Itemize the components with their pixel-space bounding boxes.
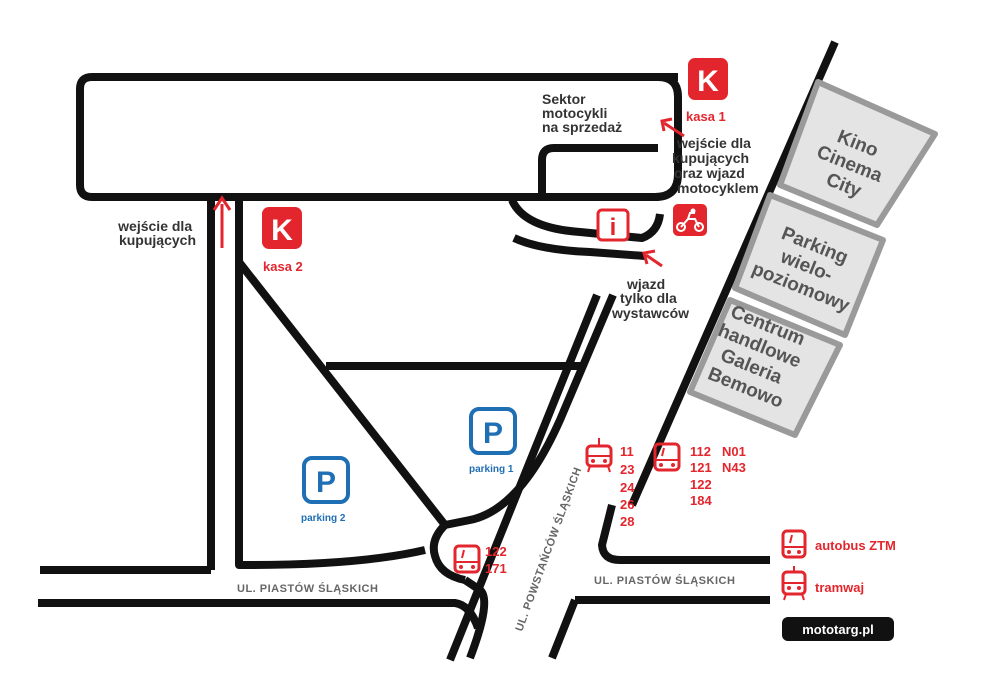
kasa-1-label: kasa 1	[686, 109, 726, 124]
parking-1-label: parking 1	[469, 464, 514, 475]
road-entrance-curve-2	[512, 234, 646, 260]
legend-tram-label: tramwaj	[815, 580, 864, 595]
buildings: Kino Cinema City Parking wielo- poziomow…	[687, 79, 938, 438]
wejscie-right-label: wejście dla kupujących oraz wjazd motocy…	[672, 135, 759, 196]
bus-line-bottom-122: 122	[485, 544, 507, 559]
motorcycle-icon	[673, 204, 707, 236]
bus-lines-bottom: 122 171	[485, 544, 510, 576]
building-galeria: Centrum handlowe Galeria Bemowo	[687, 297, 843, 438]
road-piastow-lower-left	[38, 599, 482, 630]
wjazd-line-1: wjazd	[626, 276, 665, 292]
parking-1-marker: P parking 1	[469, 407, 517, 475]
wjazd-line-3: wystawców	[611, 305, 689, 321]
parking-2-letter: P	[316, 466, 336, 499]
parking-1-letter: P	[483, 417, 503, 450]
bus-line-n01: N01	[722, 444, 746, 459]
tram-lines: 11 23 24 26 28	[620, 444, 638, 529]
bus-lines-col1: 112 121 122 184	[690, 444, 715, 508]
sektor-label: Sektor motocykli na sprzedaż	[542, 91, 622, 135]
brand-badge[interactable]: mototarg.pl	[782, 617, 894, 641]
bus-stop-icon	[653, 442, 681, 472]
kasa-1-marker: K kasa 1	[686, 58, 728, 124]
tram-stop-icon	[585, 438, 613, 473]
arrow-up-icon	[212, 195, 232, 248]
kasa-2-letter: K	[271, 214, 293, 247]
wejscie-right-line-1: wejście dla	[676, 135, 751, 151]
tram-line-5: 28	[620, 514, 634, 529]
legend-tram-icon	[781, 566, 807, 601]
parking-2-label: parking 2	[301, 513, 346, 524]
bus-line-112: 112	[690, 444, 711, 459]
tram-line-2: 23	[620, 462, 634, 477]
tram-line-3: 24	[620, 480, 635, 495]
wjazd-line-2: tylko dla	[620, 290, 677, 306]
tram-line-4: 26	[620, 497, 634, 512]
kasa-2-label: kasa 2	[263, 259, 303, 274]
kasa-2-marker: K kasa 2	[262, 207, 303, 274]
bus-lines-col2: N01 N43	[722, 444, 749, 475]
sektor-line-1: Sektor	[542, 91, 586, 107]
info-letter: i	[610, 214, 617, 241]
street-piastow-left: UL. PIASTÓW ŚLĄSKICH	[237, 582, 378, 595]
arrows	[212, 117, 685, 268]
wejscie-left-line-1: wejście dla	[117, 218, 192, 234]
sektor-line-3: na sprzedaż	[542, 119, 622, 135]
brand-text: mototarg.pl	[802, 622, 874, 637]
bus-line-n43: N43	[722, 460, 746, 475]
bus-line-184: 184	[690, 493, 712, 508]
road-diagonal	[235, 259, 449, 528]
road-right-lower-diag	[548, 598, 579, 660]
wejscie-right-line-3: oraz wjazd	[674, 165, 745, 181]
road-right-diagonal	[429, 293, 617, 584]
legend-bus-label: autobus ZTM	[815, 538, 896, 553]
arrow-kasa1-icon	[660, 117, 685, 138]
road-entrance-curve-1	[508, 198, 664, 242]
road-top-block	[76, 73, 682, 201]
building-kino: Kino Cinema City	[777, 79, 938, 228]
tram-line-1: 11	[620, 444, 634, 459]
legend: autobus ZTM tramwaj	[781, 529, 896, 601]
bus-line-bottom-171: 171	[485, 561, 507, 576]
parking-2-marker: P parking 2	[301, 456, 350, 524]
kasa-1-letter: K	[697, 65, 719, 98]
road-piastow-right-upper	[598, 504, 770, 564]
arrow-wjazd-icon	[642, 249, 663, 268]
wejscie-right-line-2: kupujących	[672, 150, 749, 166]
bus-line-121: 121	[690, 460, 712, 475]
legend-bus-icon	[781, 529, 807, 559]
wejscie-left-line-2: kupujących	[119, 232, 196, 248]
road-powstancow-west	[446, 293, 601, 662]
building-parking: Parking wielo- poziomowy	[732, 192, 886, 338]
road-inner-loop	[538, 144, 658, 198]
wejscie-left-label: wejście dla kupujących	[117, 218, 196, 248]
info-icon: i	[596, 208, 630, 242]
wejscie-right-line-4: motocyklem	[677, 180, 759, 196]
road-bottom-inner	[249, 546, 426, 569]
bus-line-122: 122	[690, 477, 712, 492]
bus-stop-bottom-icon	[453, 544, 481, 574]
street-piastow-right: UL. PIASTÓW ŚLĄSKICH	[594, 574, 735, 587]
wjazd-label: wjazd tylko dla wystawców	[611, 276, 689, 321]
sektor-line-2: motocykli	[542, 105, 607, 121]
road-left-vertical-inner	[235, 197, 250, 569]
